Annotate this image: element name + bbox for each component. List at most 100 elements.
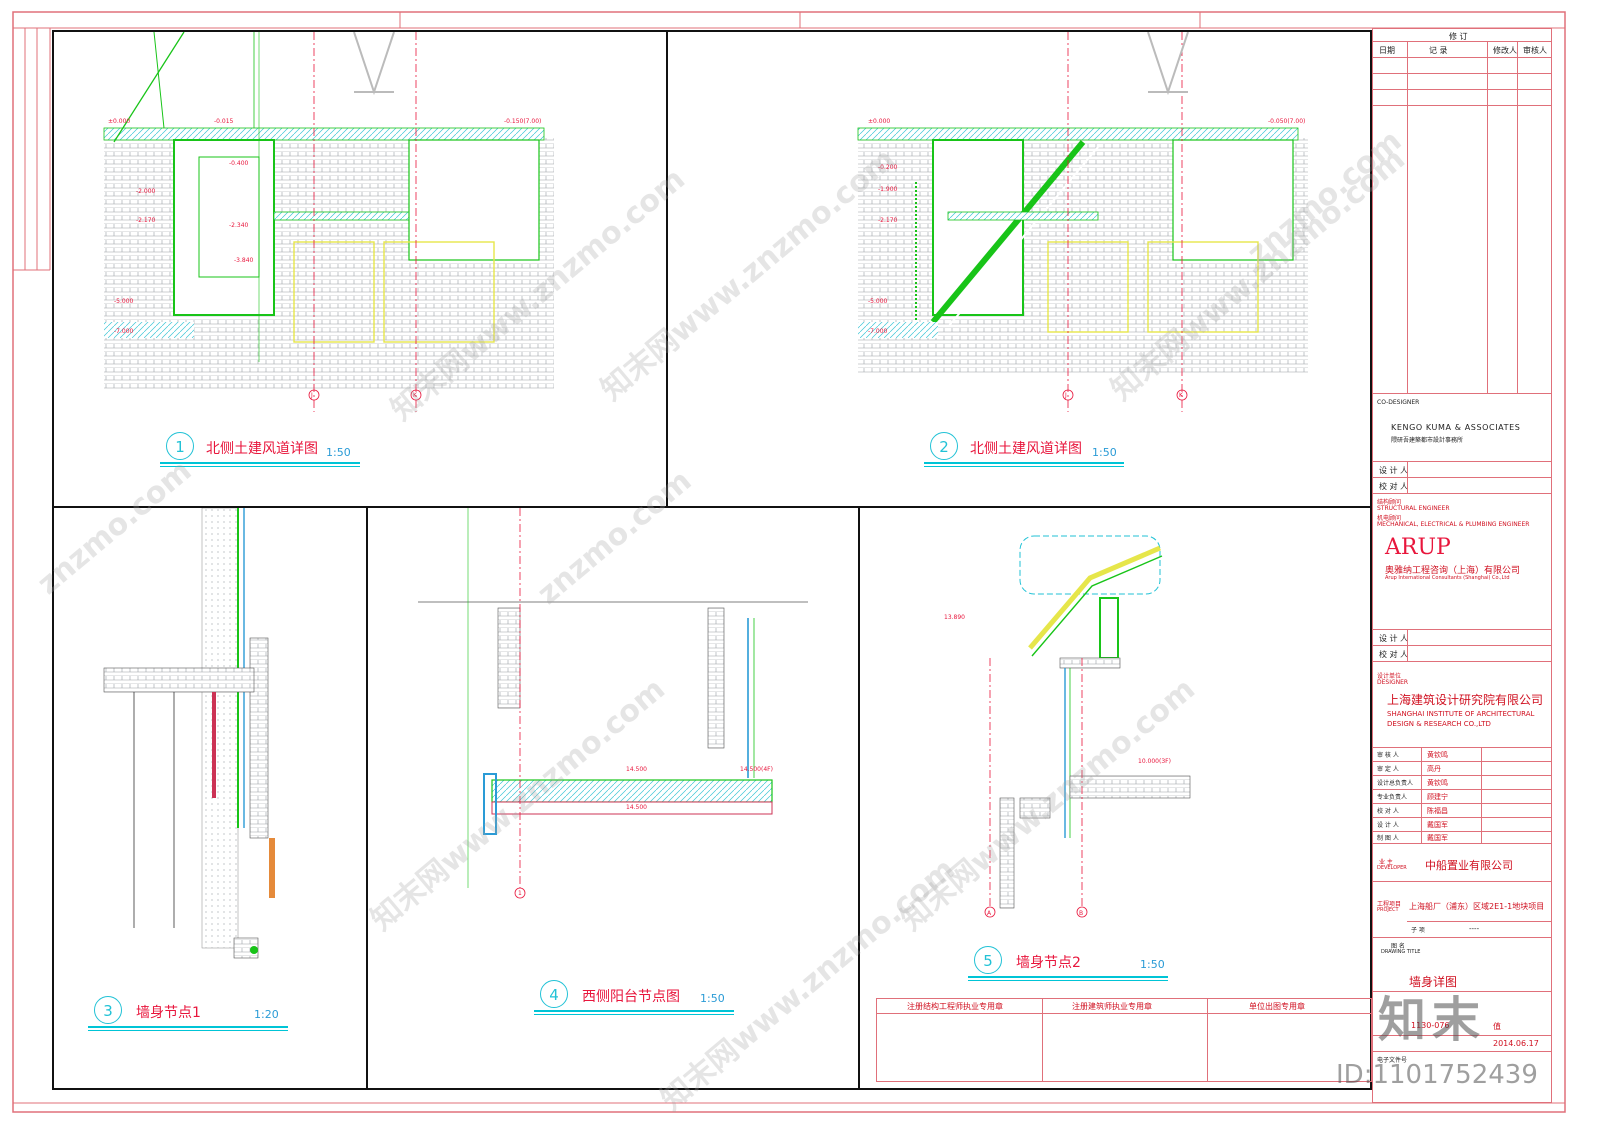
arup-cn: 奥雅纳工程咨询（上海）有限公司 [1385, 566, 1521, 576]
title-underline [924, 466, 1124, 467]
drawing-no: 1130-076 [1411, 1021, 1450, 1030]
detail-scale: 1:50 [1092, 446, 1117, 459]
project-en: PROJECT [1377, 907, 1399, 913]
developer-label: 业 主 [1379, 859, 1393, 866]
detail-number-circle: 2 [930, 432, 958, 460]
level-label: -1.900 [878, 186, 898, 193]
drawing-title: 墙身详图 [1409, 975, 1458, 989]
axis-label: J [311, 392, 313, 399]
sign-role: 校 对 人 [1377, 808, 1399, 815]
sign-role: 设 计 人 [1377, 822, 1399, 829]
detail-number-circle: 4 [540, 980, 568, 1008]
watermark-brand: 知末 [1378, 992, 1487, 1048]
level-label: ±0.000 [108, 118, 131, 125]
struct-label: 结构顾问 [1377, 499, 1402, 506]
detail-title: 北侧土建风道详图 [206, 441, 318, 457]
revision-col: 审核人 [1523, 46, 1547, 55]
sign-name: 高丹 [1427, 765, 1441, 773]
title-underline [88, 1030, 288, 1031]
level-label: -0.050(7.00) [1268, 118, 1306, 125]
axis-label: 1 [518, 890, 522, 897]
design-row: 设 计 人 [1379, 634, 1409, 643]
detail-panel-4: 14.500 14.500(4F) 14.500 1 4 西侧阳台节点图 1:5… [366, 506, 860, 1090]
detail-2-drawing [857, 32, 1308, 412]
version-label: 值 [1493, 1022, 1501, 1031]
axis-label: K [413, 392, 417, 399]
title-underline [160, 462, 360, 464]
design-row: 设 计 人 [1379, 466, 1409, 475]
detail-number-circle: 1 [166, 432, 194, 460]
revision-col: 修改人 [1493, 46, 1517, 55]
level-label: 13.890 [944, 614, 965, 621]
sign-name: 黄钦鸣 [1427, 751, 1448, 759]
detail-3-drawing [103, 508, 275, 959]
axis-label: K [1179, 392, 1183, 399]
title-underline [968, 980, 1168, 981]
sign-name: 戴国军 [1427, 821, 1448, 829]
level-label: 14.500 [626, 804, 647, 811]
detail-scale: 1:20 [254, 1008, 279, 1021]
ecode-label: 电子文件号 [1377, 1057, 1408, 1064]
designer-cn: 上海建筑设计研究院有限公司 [1387, 693, 1544, 707]
level-label: -5.000 [114, 298, 134, 305]
level-label: -2.000 [136, 188, 156, 195]
sign-name: 顾建宁 [1427, 793, 1448, 801]
arup-en: Arup International Consultants (Shanghai… [1385, 575, 1510, 581]
drawing-date: 2014.06.17 [1493, 1039, 1539, 1048]
codesigner-label: CO-DESIGNER [1377, 399, 1420, 406]
level-label: -0.150(7.00) [504, 118, 542, 125]
detail-title: 墙身节点2 [1016, 955, 1081, 971]
sign-name: 陈福昌 [1427, 807, 1448, 815]
sign-role: 设计总负责人 [1377, 780, 1414, 787]
title-underline [160, 466, 360, 467]
stamp-row: 注册结构工程师执业专用章 注册建筑师执业专用章 单位出图专用章 [876, 998, 1372, 1082]
detail-number-circle: 3 [94, 996, 122, 1024]
detail-panel-1: ±0.000 -0.015 -0.150(7.00) -0.400 -2.000… [52, 30, 668, 508]
drawing-title-en: DRAWING TITLE [1381, 949, 1421, 955]
sub-label: 子 项 [1411, 927, 1425, 934]
struct-en: STRUCTURAL ENGINEER [1377, 505, 1450, 512]
detail-scale: 1:50 [1140, 958, 1165, 971]
level-label: -5.000 [868, 298, 888, 305]
sign-name: 戴国军 [1427, 834, 1448, 842]
designer-label: 设计单位 [1377, 673, 1402, 680]
revision-col: 日期 [1379, 46, 1395, 55]
sign-name: 黄钦鸣 [1427, 779, 1448, 787]
mep-en: MECHANICAL, ELECTRICAL & PLUMBING ENGINE… [1377, 521, 1530, 528]
revision-header: 修 订 [1449, 32, 1468, 41]
mep-label: 机电顾问 [1377, 515, 1402, 522]
title-underline [968, 976, 1168, 978]
level-label: 10.000(3F) [1138, 758, 1171, 765]
level-label: -0.200 [878, 164, 898, 171]
stamp-label: 单位出图专用章 [1249, 1002, 1305, 1011]
sign-role: 制 图 人 [1377, 835, 1399, 842]
sign-role: 审 核 人 [1377, 752, 1399, 759]
level-label: -2.170 [136, 217, 156, 224]
level-label: -7.000 [868, 328, 888, 335]
axis-label: B [1079, 910, 1084, 917]
title-block: 修 订 日期 记 录 修改人 审核人 CO-DESIGNER KENGO KUM… [1372, 28, 1552, 1103]
detail-panel-5: 13.890 10.000(3F) A B 5 墙身节点2 1:50 注册结构工… [858, 506, 1372, 1090]
level-label: -3.840 [234, 257, 254, 264]
arup-logo: ARUP [1385, 535, 1451, 560]
project-name: 上海船厂（浦东）区域2E1-1地块项目 [1409, 902, 1545, 911]
codesigner-name: KENGO KUMA & ASSOCIATES [1391, 423, 1521, 432]
level-label: -0.400 [229, 160, 249, 167]
level-label: -7.000 [114, 328, 134, 335]
design-row: 校 对 人 [1379, 482, 1409, 491]
detail-title: 墙身节点1 [136, 1005, 201, 1021]
detail-scale: 1:50 [326, 446, 351, 459]
designer-en-name: SHANGHAI INSTITUTE OF ARCHITECTURAL DESI… [1387, 710, 1535, 728]
project-label: 工程项目 [1377, 901, 1402, 908]
developer-name: 中船置业有限公司 [1425, 859, 1513, 872]
level-label: -2.340 [229, 222, 249, 229]
detail-title: 北侧土建风道详图 [970, 441, 1082, 457]
title-underline [88, 1026, 288, 1028]
axis-label: J [1065, 392, 1067, 399]
title-underline [534, 1010, 734, 1012]
revision-col: 记 录 [1429, 46, 1448, 55]
title-underline [534, 1014, 734, 1015]
detail-title: 西侧阳台节点图 [582, 989, 680, 1005]
